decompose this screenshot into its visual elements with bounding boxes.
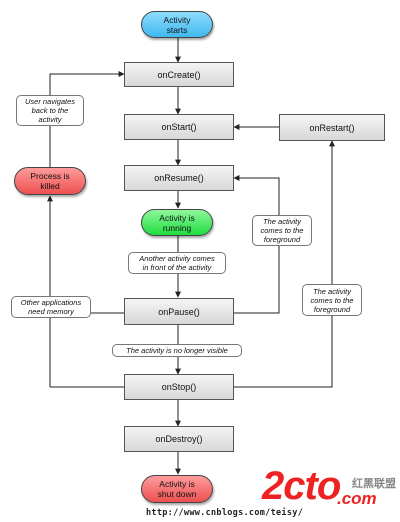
oncreate-box: onCreate() [124,62,234,87]
onrestart-box: onRestart() [279,114,385,141]
note-comes-to-foreground-upper: The activity comes to the foreground [252,215,312,246]
edge-killed-to-oncreate [49,71,125,168]
watermark-url: http://www.cnblogs.com/teisy/ [146,508,304,518]
note-another-activity: Another activity comes in front of the a… [128,252,226,274]
onresume-box: onResume() [124,165,234,191]
onpause-box: onPause() [124,298,234,325]
watermark-chinese: 红黑联盟 [352,478,396,490]
ondestroy-box: onDestroy() [124,426,234,452]
note-comes-to-foreground-lower: The activity comes to the foreground [302,284,362,316]
activity-starts-pill: Activity starts [141,11,213,38]
activity-running-pill: Activity is running [141,209,213,236]
onstop-box: onStop() [124,374,234,400]
onstart-box: onStart() [124,114,234,140]
watermark-brand: 2cto [262,464,341,508]
edge-onstop-to-onrestart [234,140,335,388]
note-user-navigates-back: User navigates back to the activity [16,95,84,126]
note-other-apps-need-memory: Other applications need memory [11,296,91,318]
watermark-brand-suffix: .com [337,489,377,508]
process-killed-pill: Process is killed [14,167,86,195]
activity-shutdown-pill: Activity is shut down [141,475,213,503]
note-no-longer-visible: The activity is no longer visible [112,344,242,357]
